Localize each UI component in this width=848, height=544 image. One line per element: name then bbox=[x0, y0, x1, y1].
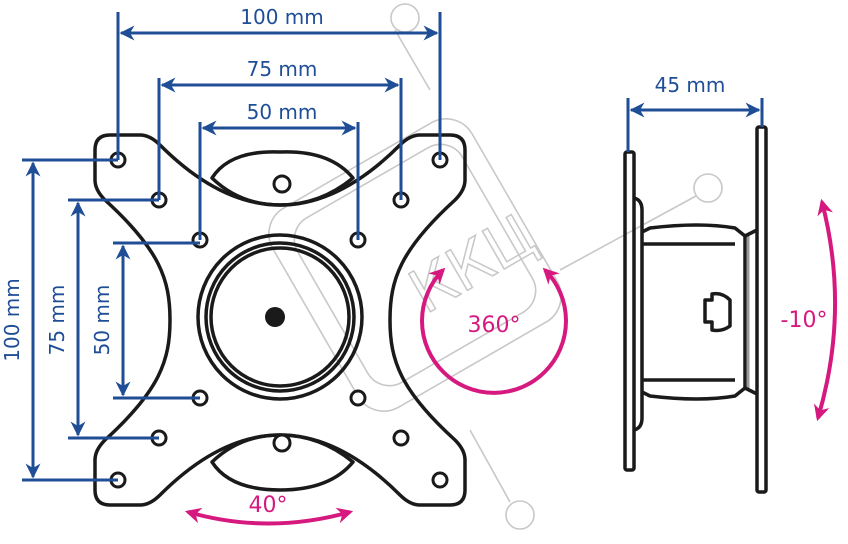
dimension-horizontal-50: 50 mm bbox=[198, 100, 360, 240]
rotation-360-indicator: 360° bbox=[420, 267, 568, 395]
swivel-40-indicator: 40° bbox=[184, 493, 354, 526]
dimension-horizontal-75: 75 mm bbox=[157, 57, 403, 200]
dimension-vertical-100: 100 mm bbox=[0, 158, 118, 482]
center-bolt-icon bbox=[265, 307, 285, 327]
dimension-horizontal-100: 100 mm bbox=[116, 5, 442, 160]
dim-label-100mm-h: 100 mm bbox=[240, 5, 324, 29]
tilt-label: -10° bbox=[781, 308, 828, 333]
rotation-label: 360° bbox=[468, 313, 521, 338]
dim-label-50mm-h: 50 mm bbox=[247, 100, 318, 124]
dimension-depth-45: 45 mm bbox=[626, 73, 764, 152]
svg-text:ККЦ: ККЦ bbox=[398, 201, 547, 328]
dim-label-75mm-v: 75 mm bbox=[45, 285, 69, 356]
dimension-vertical-75: 75 mm bbox=[45, 198, 159, 440]
dimension-vertical-50: 50 mm bbox=[90, 241, 200, 400]
tilt-indicator: -10° bbox=[781, 198, 838, 422]
dim-label-100mm-v: 100 mm bbox=[0, 278, 24, 362]
mount-plate-front bbox=[93, 133, 467, 507]
bolt-nut-icon bbox=[703, 291, 732, 333]
depth-label: 45 mm bbox=[655, 73, 726, 97]
dim-label-50mm-v: 50 mm bbox=[90, 285, 114, 356]
dim-label-75mm-h: 75 mm bbox=[247, 57, 318, 81]
swivel-label: 40° bbox=[249, 493, 288, 518]
